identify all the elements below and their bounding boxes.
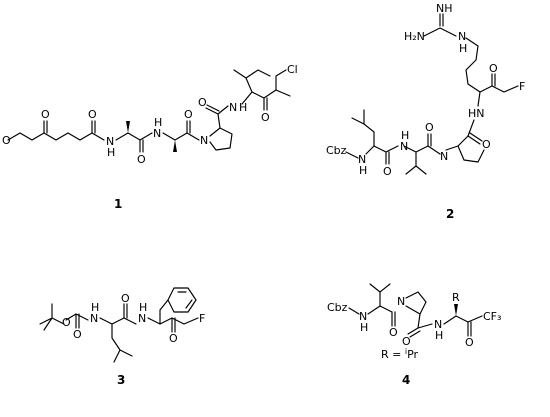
- atom-hn: HN: [468, 107, 485, 120]
- atom-r: R: [452, 291, 460, 304]
- atom-h: H: [91, 301, 99, 314]
- atom-n: N: [400, 140, 408, 153]
- atom-n: N: [90, 312, 98, 325]
- atom-cbz: Cbz: [326, 144, 347, 157]
- atom-n: N: [358, 153, 366, 166]
- atom-h: H: [139, 301, 147, 314]
- atom-h: H: [459, 42, 467, 55]
- atom-o: O: [465, 336, 474, 349]
- atom-o: O: [2, 134, 11, 147]
- atom-cbz: Cbz: [327, 301, 348, 314]
- atom-nh: NH: [436, 2, 453, 15]
- atom-h: H: [360, 321, 368, 334]
- atom-f: F: [519, 80, 525, 93]
- atom-o: O: [73, 328, 82, 341]
- atom-o: O: [169, 332, 178, 345]
- atom-h: H: [239, 101, 247, 114]
- atom-cl: Cl: [287, 63, 298, 76]
- atom-n: N: [458, 30, 466, 43]
- compound-2: NH H₂N N H O F HN O N O N H O N H: [326, 2, 525, 221]
- atom-o: O: [402, 335, 411, 348]
- atom-o: O: [489, 62, 498, 75]
- atom-o: O: [88, 108, 97, 121]
- atom-f: F: [199, 312, 205, 325]
- atom-n: N: [106, 135, 114, 148]
- compound-label: 1: [114, 197, 122, 211]
- compound-label: 2: [446, 207, 454, 221]
- atom-n: N: [153, 127, 161, 140]
- atom-n: N: [440, 150, 448, 163]
- compound-label: 3: [117, 373, 125, 387]
- atom-o: O: [184, 108, 193, 121]
- atom-o: O: [198, 96, 207, 109]
- atom-n: N: [397, 295, 405, 308]
- atom-n: N: [138, 312, 146, 325]
- atom-o: O: [425, 121, 434, 134]
- atom-o: O: [137, 153, 146, 166]
- atom-n: N: [229, 101, 237, 114]
- atom-n: N: [434, 318, 442, 331]
- atom-o: O: [389, 326, 398, 339]
- atom-h: H: [359, 164, 367, 177]
- atom-n: N: [200, 134, 208, 147]
- atom-h: H: [107, 146, 115, 159]
- atom-o: O: [41, 108, 50, 121]
- atom-h: H: [401, 129, 409, 142]
- atom-h: H: [435, 329, 443, 342]
- atom-cf3: CF₃: [483, 310, 501, 323]
- atom-o: O: [121, 292, 130, 305]
- compound-1: O O O N H O N H O N O N H O: [2, 63, 298, 211]
- atom-o: O: [62, 316, 71, 329]
- atom-h2n: H₂N: [404, 30, 425, 43]
- atom-n: N: [359, 310, 367, 323]
- compound-3: O O N H O N H O F 3: [39, 287, 205, 387]
- compound-4: Cbz N H O N O N H R O CF₃ R = iPr 4: [327, 283, 501, 387]
- r-definition: R = iPr: [381, 347, 419, 361]
- compound-label: 4: [402, 373, 410, 387]
- atom-h: H: [154, 116, 162, 129]
- atom-o: O: [261, 111, 270, 124]
- atom-o: O: [482, 138, 491, 151]
- atom-o: O: [383, 165, 392, 178]
